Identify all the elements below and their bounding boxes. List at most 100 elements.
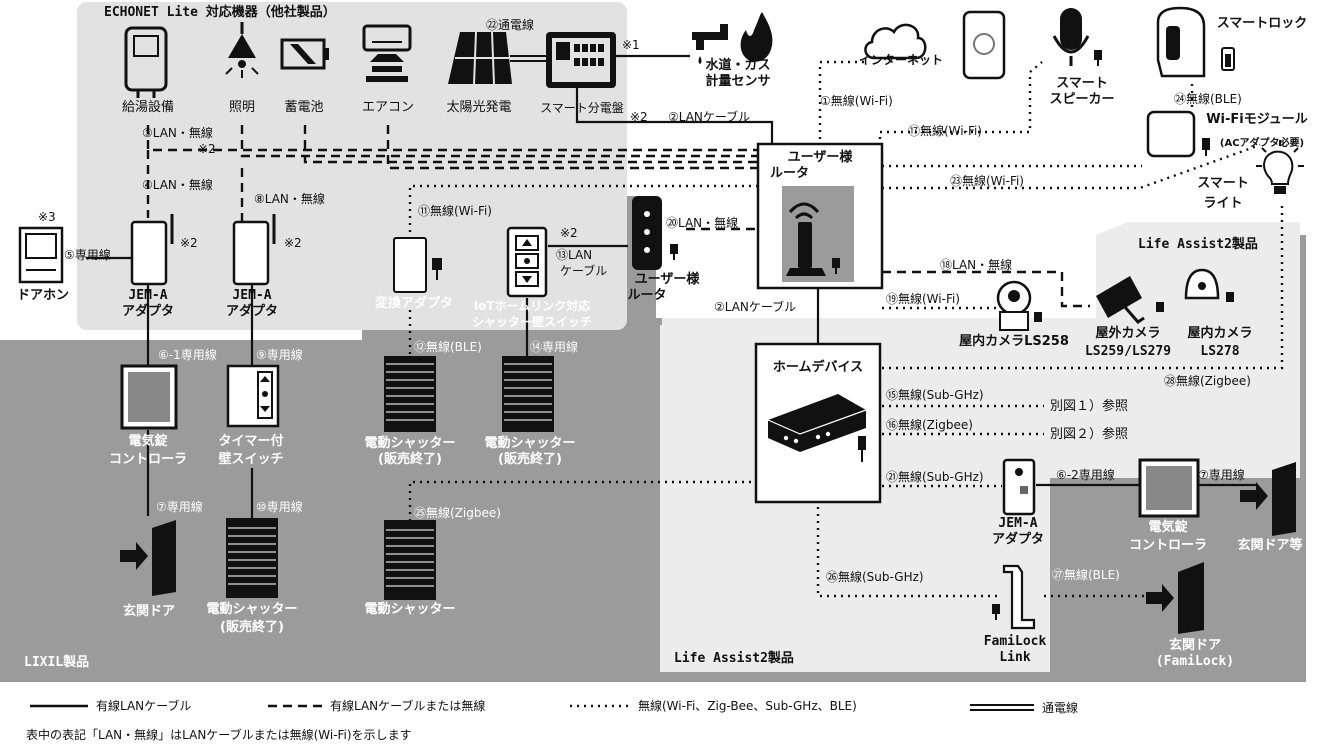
label-lock-ctrl1-2: コントローラ — [108, 452, 187, 467]
label-gas-sensor-1: 水道・ガス — [705, 58, 771, 73]
home-device-icon — [754, 342, 882, 504]
iot-switch-icon — [506, 226, 548, 298]
smart-lock-icon — [1156, 6, 1235, 78]
echonet-region-title: ECHONET Lite 対応機器（他社製品） — [104, 5, 336, 20]
conn-label-6-1: ⑥-1専用線 — [158, 348, 217, 362]
label-jem1-2: アダプタ — [121, 304, 174, 319]
legend-wired-or-wireless: 有線LANケーブルまたは無線 — [330, 699, 486, 713]
label-smart-light-1: スマート — [1197, 176, 1249, 191]
conn-label-8: ⑧LAN・無線 — [254, 192, 325, 206]
water-gas-icon — [692, 12, 773, 64]
label-lock-ctrl2-2: コントローラ — [1128, 538, 1207, 553]
label-shutter3-2: (販売終了) — [220, 620, 284, 635]
note-2e: ※2 — [560, 226, 578, 240]
label-smart-speaker-2: スピーカー — [1049, 92, 1115, 107]
solar-panel-icon — [448, 31, 512, 85]
conn-label-24: ㉔無線(BLE) — [1174, 92, 1242, 106]
shutter-icon-4 — [384, 520, 436, 600]
entrance-door-icon-2 — [1240, 462, 1296, 536]
label-water-heater: 給湯設備 — [121, 100, 174, 115]
lighting-icon — [225, 22, 259, 78]
label-outdoor-cam-1: 屋外カメラ — [1095, 326, 1161, 341]
label-shutter4: 電動シャッター — [364, 602, 456, 617]
label-jem2-2: アダプタ — [225, 304, 278, 319]
label-shutter2-2: (販売終了) — [498, 452, 562, 467]
conn-label-12: ⑫無線(BLE) — [414, 340, 482, 354]
aircon-icon — [362, 24, 412, 82]
label-outdoor-cam-2: LS259/LS279 — [1084, 344, 1172, 359]
conn-label-11: ⑪無線(Wi-Fi) — [418, 204, 492, 218]
life-assist-top-title: Life Assist2製品 — [1138, 237, 1258, 252]
label-router-sub-2: ルータ — [627, 288, 667, 303]
conn-label-27: ㉗無線(BLE) — [1052, 568, 1120, 582]
label-indoor-cam-278-2: LS278 — [1200, 344, 1240, 359]
label-ac-adapter: (ACアダプタ必要) — [1219, 138, 1305, 149]
conn-label-1: ①無線(Wi-Fi) — [820, 94, 893, 108]
life-assist-bottom-title: Life Assist2製品 — [674, 651, 794, 666]
label-door-familock-1: 玄関ドア — [1168, 638, 1221, 653]
label-internet: インターネット — [858, 53, 943, 67]
label-smart-light-2: ライト — [1203, 196, 1243, 211]
label-familock-2: Link — [999, 650, 1031, 665]
conn-label-9: ⑨専用線 — [256, 348, 303, 362]
dash-lighting — [240, 125, 758, 158]
dot-familock — [816, 500, 1002, 598]
label-shutter3-1: 電動シャッター — [206, 602, 298, 617]
label-door-familock-2: (FamiLock) — [1155, 654, 1235, 669]
ref-2: 別図２）参照 — [1050, 427, 1129, 442]
entrance-door-icon-3 — [1146, 562, 1204, 634]
label-iot-switch-1: IoTホームリンク対応 — [473, 299, 591, 313]
conn-label-6-2: ⑥-2専用線 — [1056, 468, 1115, 482]
water-heater-icon — [124, 26, 168, 98]
label-indoor-cam-278-1: 屋内カメラ — [1187, 326, 1253, 341]
outdoor-camera-icon — [1096, 276, 1164, 324]
conn-label-4: ④LAN・無線 — [142, 178, 213, 192]
jem-a-adapter-icon-1 — [130, 214, 174, 286]
conn-label-17: ⑰無線(Wi-Fi) — [908, 124, 982, 138]
door-phone-icon — [18, 226, 64, 284]
label-smart-speaker-1: スマート — [1056, 76, 1108, 91]
label-jem2-1: JEM-A — [232, 288, 272, 303]
conn-label-7b: ⑦専用線 — [1198, 468, 1245, 482]
conn-label-25: ㉕無線(Zigbee) — [414, 506, 501, 520]
label-smart-lock: スマートロック — [1216, 16, 1308, 31]
conn-label-22: ㉒通電線 — [486, 18, 535, 32]
lock-controller-icon-1 — [120, 364, 178, 430]
conn-label-18: ⑱LAN・無線 — [940, 258, 1013, 272]
smart-panel-icon — [546, 32, 616, 88]
shutter-icon-3 — [226, 518, 278, 598]
label-gas-sensor-2: 計量センサ — [705, 74, 771, 89]
familock-icon — [992, 564, 1036, 630]
conn-label-10: ⑩専用線 — [256, 500, 303, 514]
conn-label-19: ⑲無線(Wi-Fi) — [886, 292, 960, 306]
jem-a-adapter-icon-3 — [1002, 458, 1036, 516]
conn-label-13-2: ケーブル — [560, 264, 608, 278]
label-iot-switch-2: シャッター壁スイッチ — [471, 315, 592, 329]
life-assist-top-region — [1096, 222, 1300, 312]
conn-label-28: ㉘無線(Zigbee) — [1164, 374, 1251, 388]
indoor-camera-ls278-icon — [1184, 268, 1234, 302]
label-router-main-1: ユーザー様 — [787, 150, 853, 165]
dash-aircon — [386, 125, 758, 170]
dash-outdoor-cam — [882, 270, 1090, 308]
label-entrance-door-etc: 玄関ドア等 — [1237, 538, 1303, 553]
label-shutter1-2: (販売終了) — [378, 452, 442, 467]
legend-wireless: 無線(Wi-Fi、Zig-Bee、Sub-GHz、BLE) — [638, 699, 857, 713]
legend-power: 通電線 — [1042, 701, 1079, 715]
user-router-sub-icon — [632, 196, 678, 270]
conn-label-2a: ②LANケーブル — [668, 110, 751, 124]
label-lock-ctrl2-1: 電気錠 — [1148, 520, 1188, 535]
conn-label-21: ㉑無線(Sub-GHz) — [886, 470, 984, 484]
label-home-device: ホームデバイス — [772, 360, 864, 375]
conn-label-5: ⑤専用線 — [64, 248, 111, 262]
conn-label-3: ③LAN・無線 — [142, 126, 213, 140]
label-door-phone: ドアホン — [16, 288, 69, 303]
dot-internet — [818, 60, 866, 146]
label-indoor-cam-258: 屋内カメラLS258 — [959, 334, 1069, 349]
label-jem3-2: アダプタ — [991, 532, 1044, 547]
note-2b: ※2 — [198, 142, 216, 156]
conn-label-15: ⑮無線(Sub-GHz) — [886, 388, 984, 402]
user-router-main-icon — [756, 142, 884, 290]
